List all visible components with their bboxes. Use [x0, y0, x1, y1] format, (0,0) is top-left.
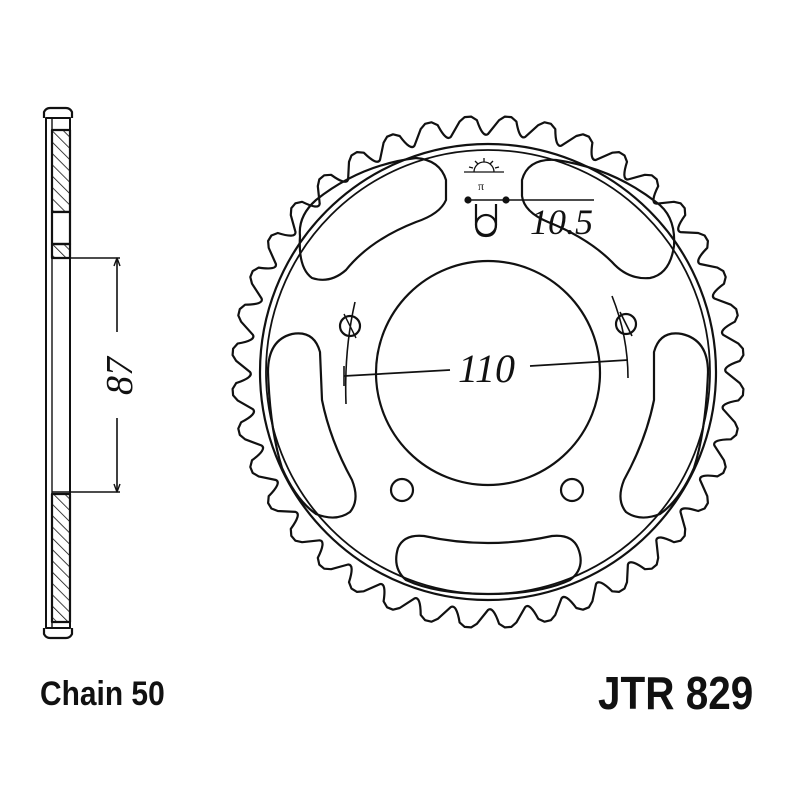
side-profile-view [42, 106, 121, 640]
dimension-side-label: 87 [99, 355, 141, 395]
part-number-label: JTR 829 [598, 667, 754, 719]
chain-size-label: Chain 50 [40, 675, 165, 713]
bolt-hole-bottom-left [389, 477, 415, 503]
center-bore [374, 259, 602, 487]
dimension-pcd-label: 110 [458, 346, 515, 391]
dimension-bolt-hole-label: 10.5 [530, 202, 593, 242]
cutout-left [266, 332, 357, 519]
cutout-top-left [298, 156, 448, 281]
bolt-hole-left [338, 314, 362, 338]
sprocket-teeth-outline [231, 115, 745, 629]
bolt-hole-bottom-right [559, 477, 585, 503]
rising-sun-logo-icon [464, 158, 504, 173]
cutout-top-right [520, 158, 676, 280]
bolt-hole-right [614, 312, 638, 336]
cutout-bottom [395, 534, 582, 596]
logo-pi-symbol: π [478, 179, 484, 193]
sprocket-front-view [231, 115, 745, 629]
cutout-right [619, 332, 710, 519]
